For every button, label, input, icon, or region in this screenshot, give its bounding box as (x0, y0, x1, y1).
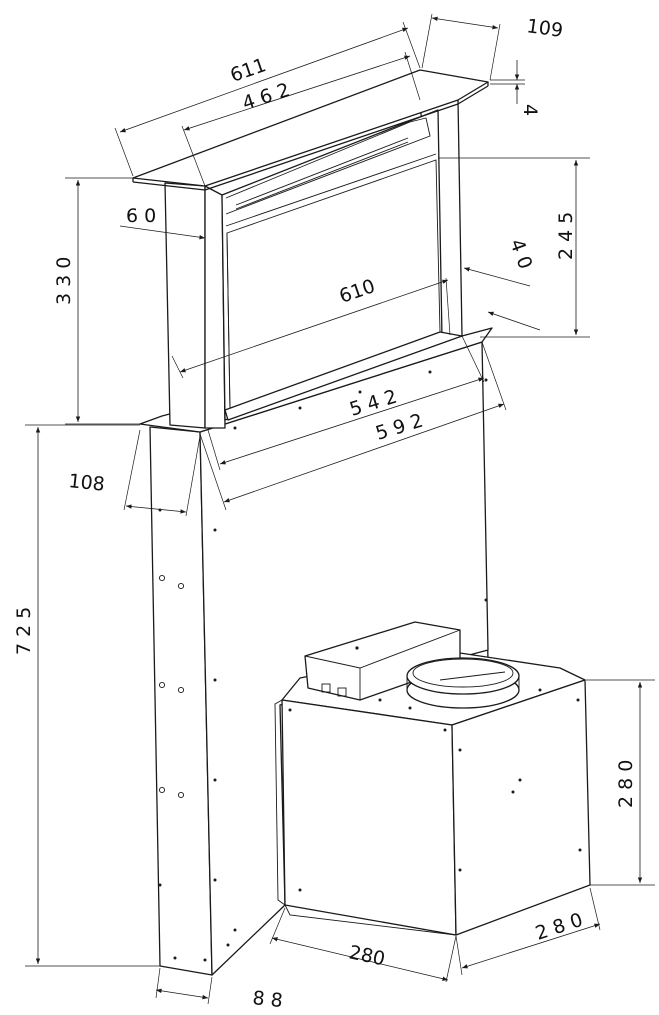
dim-88: 8 8 (251, 987, 283, 1012)
motor-unit (274, 621, 591, 936)
dim-108: 108 (67, 470, 105, 496)
dim-280-depth: 2 8 0 (533, 909, 586, 945)
dim-611: 611 (227, 54, 268, 87)
dim-40: 4 0 (505, 236, 536, 272)
dim-245: 2 4 5 (555, 212, 577, 260)
dim-725: 7 2 5 (13, 607, 35, 655)
dim-280-width: 280 (347, 941, 387, 970)
dimension-lines (25, 13, 655, 1005)
dim-280-height: 2 8 0 (615, 760, 637, 808)
dim-330: 3 3 0 (53, 257, 75, 305)
dim-109: 109 (525, 15, 564, 42)
dim-60: 6 0 (126, 205, 156, 227)
dim-4: 4 (519, 104, 541, 116)
dim-462: 4 6 2 (240, 79, 293, 115)
